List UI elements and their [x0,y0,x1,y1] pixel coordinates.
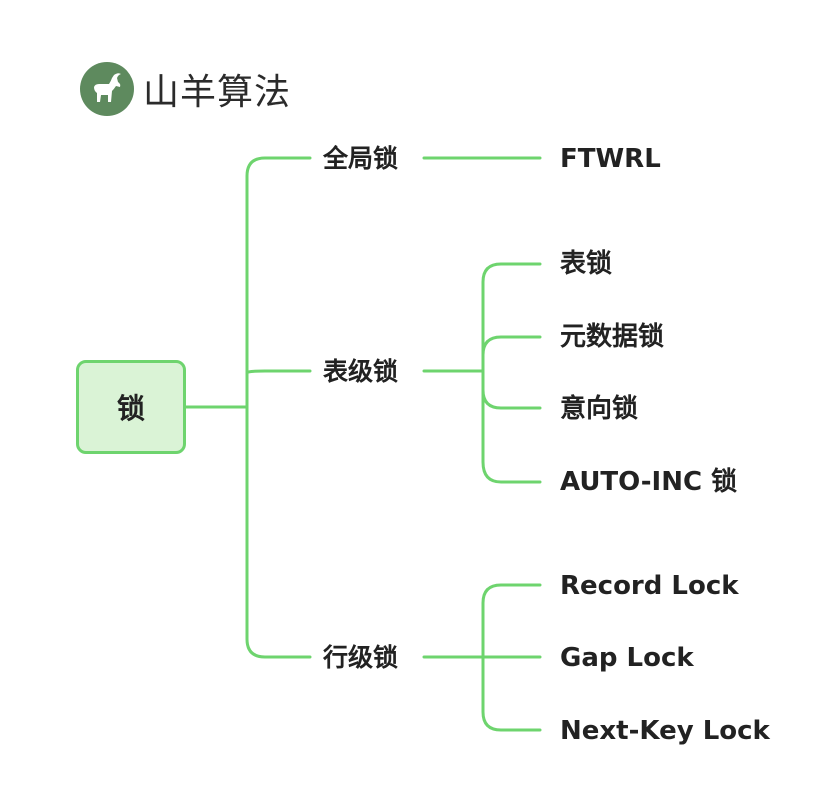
connector-branch-table [245,369,312,375]
leaf-record-lock: Record Lock [560,571,739,601]
connector-table-leaf-2 [481,335,542,357]
goat-icon [80,62,134,116]
leaf-gap-lock: Gap Lock [560,643,694,673]
leaf-next-key-lock: Next-Key Lock [560,716,770,746]
connector-row-bracket [481,583,542,732]
branch-table-lock: 表级锁 [323,357,399,386]
connector-table-leaf-3 [481,388,542,410]
leaf-table-lock: 表锁 [560,249,613,279]
leaf-metadata-lock: 元数据锁 [560,322,665,352]
leaf-ftwrl: FTWRL [560,144,661,174]
connector-table-bracket [481,262,542,484]
branch-global-lock: 全局锁 [323,144,399,173]
root-node: 锁 [76,360,186,454]
connector-trunk [245,156,312,659]
brand-name: 山羊算法 [143,72,292,113]
brand: 山羊算法 [80,62,291,116]
branch-row-lock: 行级锁 [323,643,399,672]
leaf-intention-lock: 意向锁 [560,394,639,424]
leaf-auto-inc-lock: AUTO-INC 锁 [560,467,738,497]
